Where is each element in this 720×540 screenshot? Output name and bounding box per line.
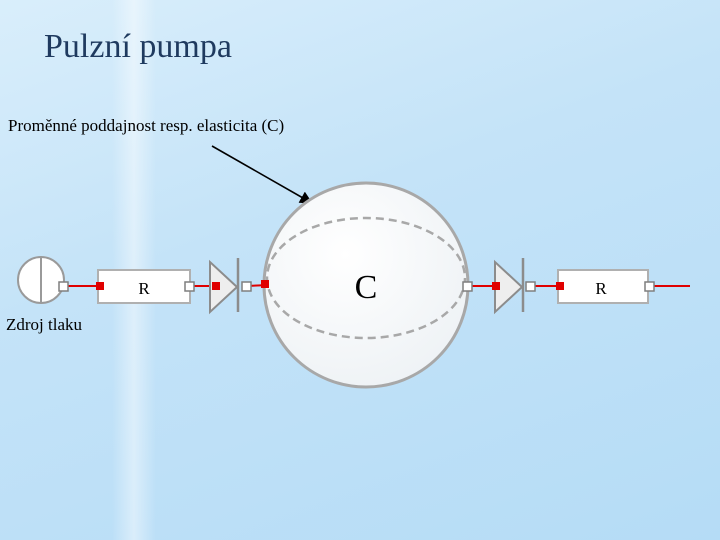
port-connector xyxy=(241,281,252,292)
port-connector xyxy=(184,281,195,292)
slide-title: Pulzní pumpa xyxy=(44,28,232,65)
chamber-membrane xyxy=(265,216,467,340)
elastic-chamber: C xyxy=(262,181,470,389)
pointer-arrow xyxy=(211,145,313,204)
port-connector xyxy=(58,281,69,292)
resistor-left-label: R xyxy=(138,279,150,298)
resistor-right-box xyxy=(557,269,649,304)
connection-ports xyxy=(58,280,655,292)
capacitor-label: C xyxy=(355,269,378,306)
valve-left xyxy=(209,258,240,315)
pressure-source-label: Zdroj tlaku xyxy=(6,315,83,334)
port-node xyxy=(556,282,564,290)
port-node xyxy=(492,282,500,290)
valve-left-triangle xyxy=(209,259,239,315)
port-connector xyxy=(462,281,473,292)
port-connector xyxy=(525,281,536,292)
pressure-source-symbol xyxy=(17,256,65,304)
resistor-right-label: R xyxy=(595,279,607,298)
port-node xyxy=(96,282,104,290)
port-connector xyxy=(644,281,655,292)
port-node xyxy=(212,282,220,290)
port-node xyxy=(261,280,269,288)
elasticity-label: Proměnné poddajnost resp. elasticita (C) xyxy=(8,116,285,135)
